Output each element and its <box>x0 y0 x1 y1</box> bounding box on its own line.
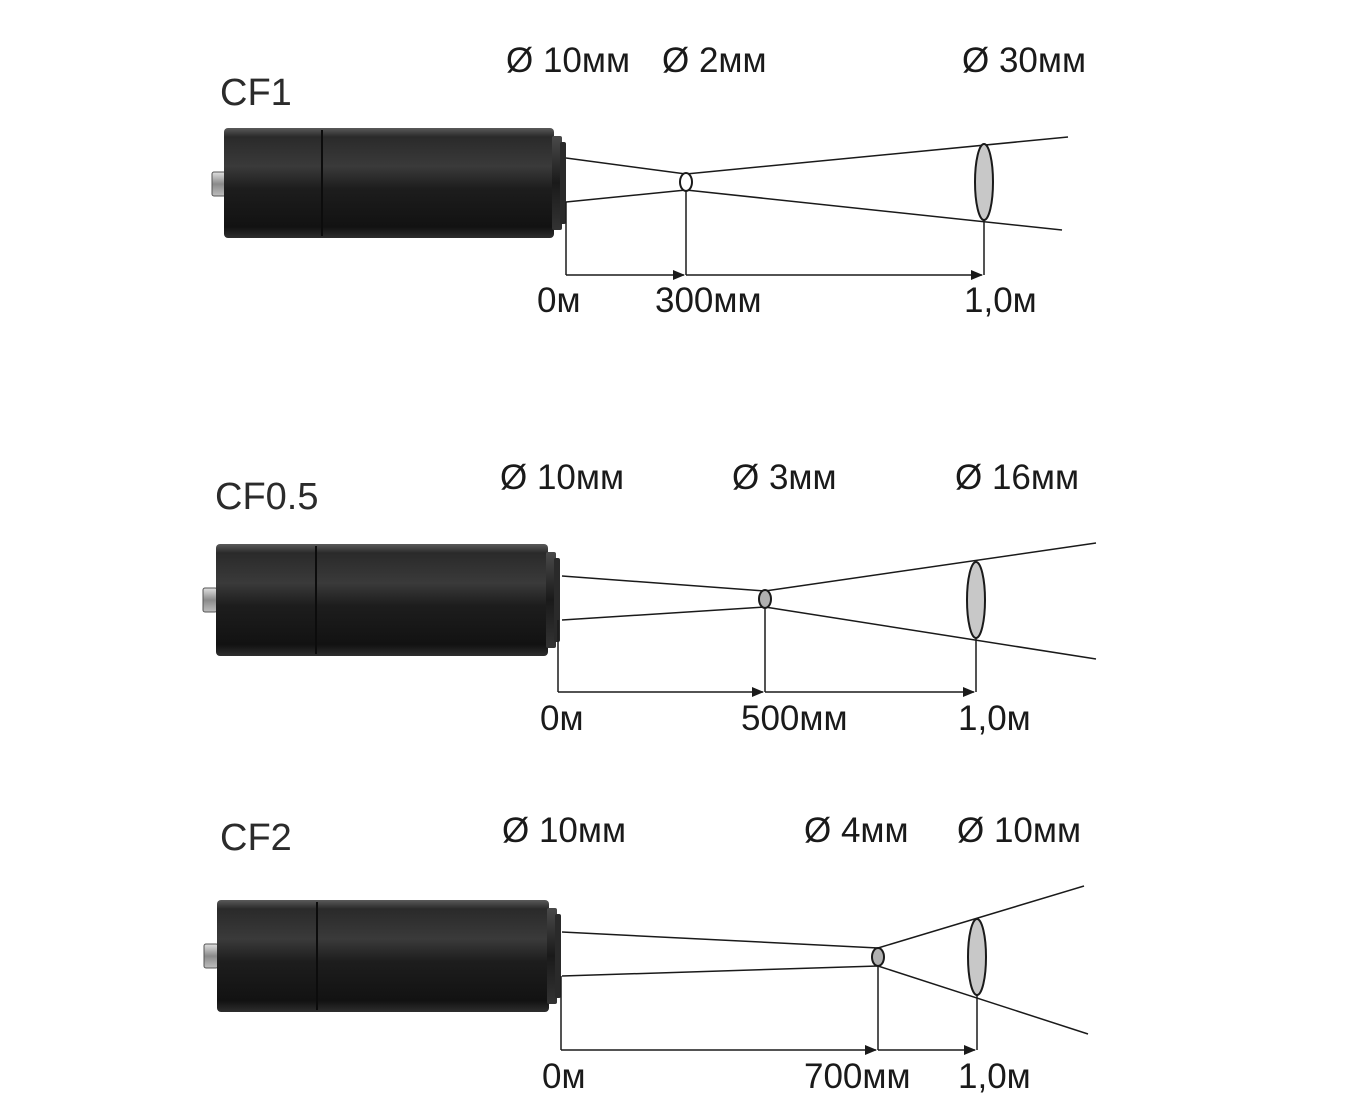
distance-end-label: 1,0м <box>958 699 1031 738</box>
distance-end-label: 1,0м <box>958 1057 1031 1096</box>
beam-lines-cf2 <box>561 885 1089 1035</box>
focus-spot-cf1 <box>679 172 693 192</box>
lens-diameter-label: Ø 10мм <box>502 811 627 850</box>
sensor-body-cf2 <box>203 900 561 1012</box>
lens-diameter-label: Ø 10мм <box>506 41 631 80</box>
distance-start-label: 0м <box>542 1057 586 1096</box>
beam-lines-cf05 <box>561 542 1097 660</box>
focus-spot-cf2 <box>871 947 885 967</box>
far-diameter-label: Ø 16мм <box>955 458 1080 497</box>
far-diameter-label: Ø 30мм <box>962 41 1087 80</box>
focus-diameter-label: Ø 2мм <box>662 41 767 80</box>
lens-diameter-label: Ø 10мм <box>500 458 625 497</box>
beam-lines-cf1 <box>565 136 1069 231</box>
sensor-body-cf05 <box>202 544 560 656</box>
distance-end-label: 1,0м <box>964 281 1037 320</box>
sensor-body-cf1 <box>211 128 566 238</box>
distance-start-label: 0м <box>540 699 584 738</box>
far-spot-cf2 <box>967 918 987 996</box>
distance-axis-cf2 <box>560 966 978 1055</box>
far-spot-cf1 <box>974 143 994 221</box>
focus-diameter-label: Ø 3мм <box>732 458 837 497</box>
model-label-cf2: CF2 <box>220 817 292 859</box>
focus-spot-cf05 <box>758 589 772 609</box>
model-label-cf05: CF0.5 <box>215 476 319 518</box>
distance-axis-cf1 <box>565 190 985 280</box>
distance-focus-label: 700мм <box>804 1057 911 1096</box>
focus-diameter-label: Ø 4мм <box>804 811 909 850</box>
distance-axis-cf05 <box>557 607 977 697</box>
distance-focus-label: 500мм <box>741 699 848 738</box>
model-label-cf1: CF1 <box>220 72 292 114</box>
far-diameter-label: Ø 10мм <box>957 811 1082 850</box>
distance-start-label: 0м <box>537 281 581 320</box>
distance-focus-label: 300мм <box>655 281 762 320</box>
far-spot-cf05 <box>966 561 986 639</box>
